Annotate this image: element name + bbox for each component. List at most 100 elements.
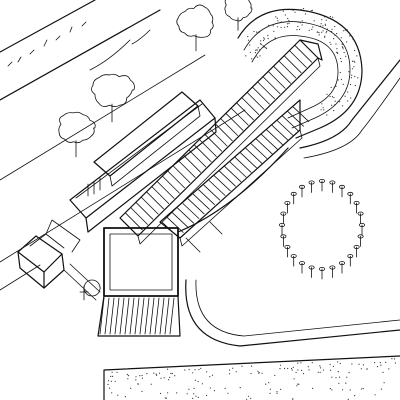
- stipple-dot: [307, 366, 309, 368]
- stipple-dot: [265, 383, 267, 385]
- stipple-dot: [324, 16, 326, 18]
- stipple-dot: [280, 21, 282, 23]
- roof-stripe: [234, 156, 252, 173]
- stipple-dot: [201, 383, 203, 385]
- stipple-dot: [322, 25, 324, 27]
- stipple-dot: [324, 24, 327, 26]
- stipple-dot: [340, 37, 342, 39]
- ring-tree-crown: [353, 244, 360, 249]
- stipple-dot: [348, 372, 350, 374]
- ring-tree-crown: [338, 184, 345, 189]
- stipple-dot: [362, 387, 364, 390]
- stipple-dot: [247, 39, 250, 41]
- stipple-dot: [284, 26, 286, 28]
- stipple-dot: [257, 47, 259, 49]
- stipple-dot: [302, 8, 305, 10]
- ring-tree-crown: [329, 180, 336, 185]
- stipple-dot: [301, 24, 303, 26]
- roof-stripe: [135, 201, 154, 220]
- stipple-dot: [342, 43, 344, 45]
- stipple-dot: [259, 55, 261, 57]
- stipple-dot: [354, 61, 356, 63]
- stipple-dot: [297, 369, 299, 371]
- stipple-dot: [206, 394, 208, 397]
- stipple-dot: [286, 23, 288, 25]
- stipple-dot: [343, 51, 345, 54]
- stipple-dot: [318, 31, 320, 34]
- stipple-dot: [335, 85, 337, 87]
- stipple-dot: [326, 114, 328, 116]
- stipple-dot: [288, 22, 290, 25]
- ring-tree-crown: [308, 265, 315, 270]
- stipple-dot: [184, 369, 186, 371]
- stipple-dot: [332, 16, 334, 18]
- stipple-dot: [291, 369, 293, 371]
- stipple-dot: [346, 376, 348, 378]
- stipple-dot: [350, 77, 352, 79]
- stipple-dot: [380, 388, 383, 390]
- stipple-dot: [272, 25, 274, 27]
- stipple-dot: [325, 32, 327, 34]
- stipple-dot: [239, 387, 241, 389]
- plaza-stripe: [149, 297, 155, 335]
- stipple-dot: [354, 84, 356, 87]
- plaza-stripe: [144, 297, 150, 335]
- stipple-dot: [334, 25, 336, 28]
- stipple-dot: [209, 376, 211, 378]
- ring-tree-crown: [308, 180, 315, 185]
- stipple-dot: [287, 17, 289, 20]
- stipple-dot: [160, 377, 162, 379]
- stipple-dot: [193, 393, 195, 395]
- stipple-dot: [294, 11, 296, 13]
- stipple-dot: [339, 71, 341, 74]
- stipple-dot: [247, 35, 249, 38]
- roof-stripe: [278, 60, 297, 79]
- stipple-dot: [353, 60, 355, 62]
- roof-stripe: [255, 138, 273, 155]
- stipple-dot: [197, 396, 199, 399]
- stipple-dot: [352, 38, 354, 40]
- stipple-dot: [229, 373, 231, 375]
- roof-stripe: [140, 196, 159, 215]
- plaza-stripe: [134, 297, 140, 335]
- roof-stripe: [292, 106, 310, 122]
- stipple-dot: [288, 19, 290, 22]
- stipple-dot: [111, 392, 113, 394]
- stipple-dot: [333, 96, 335, 99]
- stipple-dot: [254, 52, 256, 54]
- stipple-dot: [326, 17, 328, 19]
- stipple-dot: [393, 358, 396, 360]
- stipple-dot: [264, 38, 266, 40]
- stipple-dot: [337, 52, 339, 54]
- stipple-dot: [255, 55, 257, 57]
- stipple-dot: [324, 35, 326, 37]
- stipple-dot: [286, 26, 289, 28]
- long-station-roof: [69, 91, 217, 233]
- curved-canopy-platform: [237, 8, 363, 139]
- stipple-dot: [141, 377, 143, 379]
- stipple-dot: [146, 373, 148, 375]
- stipple-dot: [320, 23, 322, 25]
- stipple-dot: [114, 380, 116, 382]
- stipple-dot: [374, 362, 376, 364]
- stipple-dot: [265, 47, 267, 49]
- stipple-dot: [317, 371, 319, 373]
- stipple-dot: [336, 101, 338, 103]
- stipple-dot: [302, 373, 305, 375]
- plaza-stripe: [154, 297, 160, 335]
- roof-stripe: [246, 92, 265, 110]
- ring-tree-crown: [298, 184, 305, 189]
- stipple-dot: [284, 367, 286, 370]
- stipple-dot: [347, 100, 349, 102]
- ring-tree-crown: [280, 211, 287, 216]
- stipple-dot: [342, 389, 344, 391]
- stipple-dot: [206, 371, 208, 373]
- stipple-dot: [348, 71, 350, 73]
- stipple-dot: [374, 394, 376, 396]
- stipple-dot: [335, 51, 338, 53]
- stipple-dot: [328, 17, 330, 19]
- stipple-dot: [321, 19, 323, 21]
- stipple-dot: [258, 372, 260, 374]
- stipple-dot: [358, 363, 360, 365]
